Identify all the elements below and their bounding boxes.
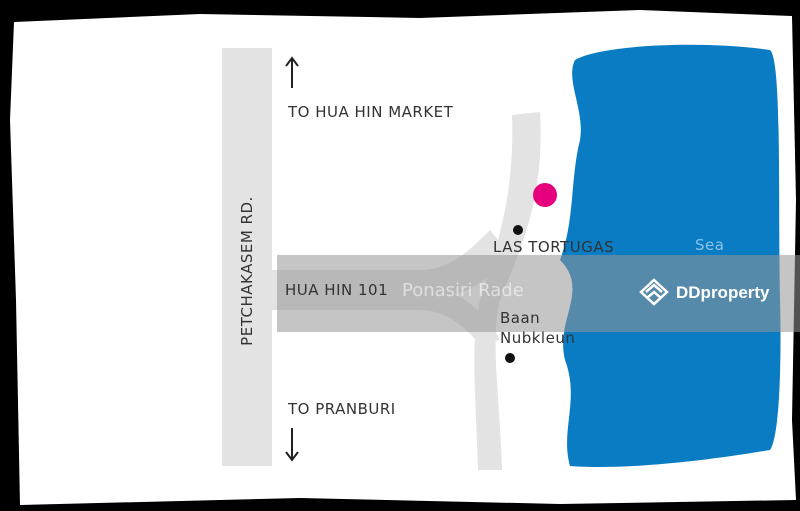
- petchakasem-road: [222, 48, 272, 466]
- label-north: TO HUA HIN MARKET: [288, 103, 454, 121]
- brand-name: DDproperty: [676, 283, 770, 302]
- watermark-text: Ponasiri Rade: [402, 280, 524, 301]
- watermark-band: [277, 255, 800, 332]
- label-main-road: PETCHAKASEM RD.: [238, 196, 256, 346]
- las-tortugas-dot: [513, 225, 523, 235]
- label-baan: Baan Nubkleun: [500, 309, 576, 347]
- coastal-road: [474, 112, 541, 470]
- arrow-up-icon: [285, 56, 299, 88]
- label-south: TO PRANBURI: [288, 400, 396, 418]
- ddproperty-icon: [639, 278, 669, 306]
- label-soi: HUA HIN 101: [285, 281, 389, 299]
- label-sea: Sea: [695, 236, 725, 254]
- arrow-down-icon: [285, 428, 299, 462]
- brand-logo: DDproperty: [638, 277, 770, 309]
- label-las-tortugas: LAS TORTUGAS: [493, 238, 615, 256]
- baan-dot: [505, 353, 515, 363]
- property-marker: [533, 183, 557, 207]
